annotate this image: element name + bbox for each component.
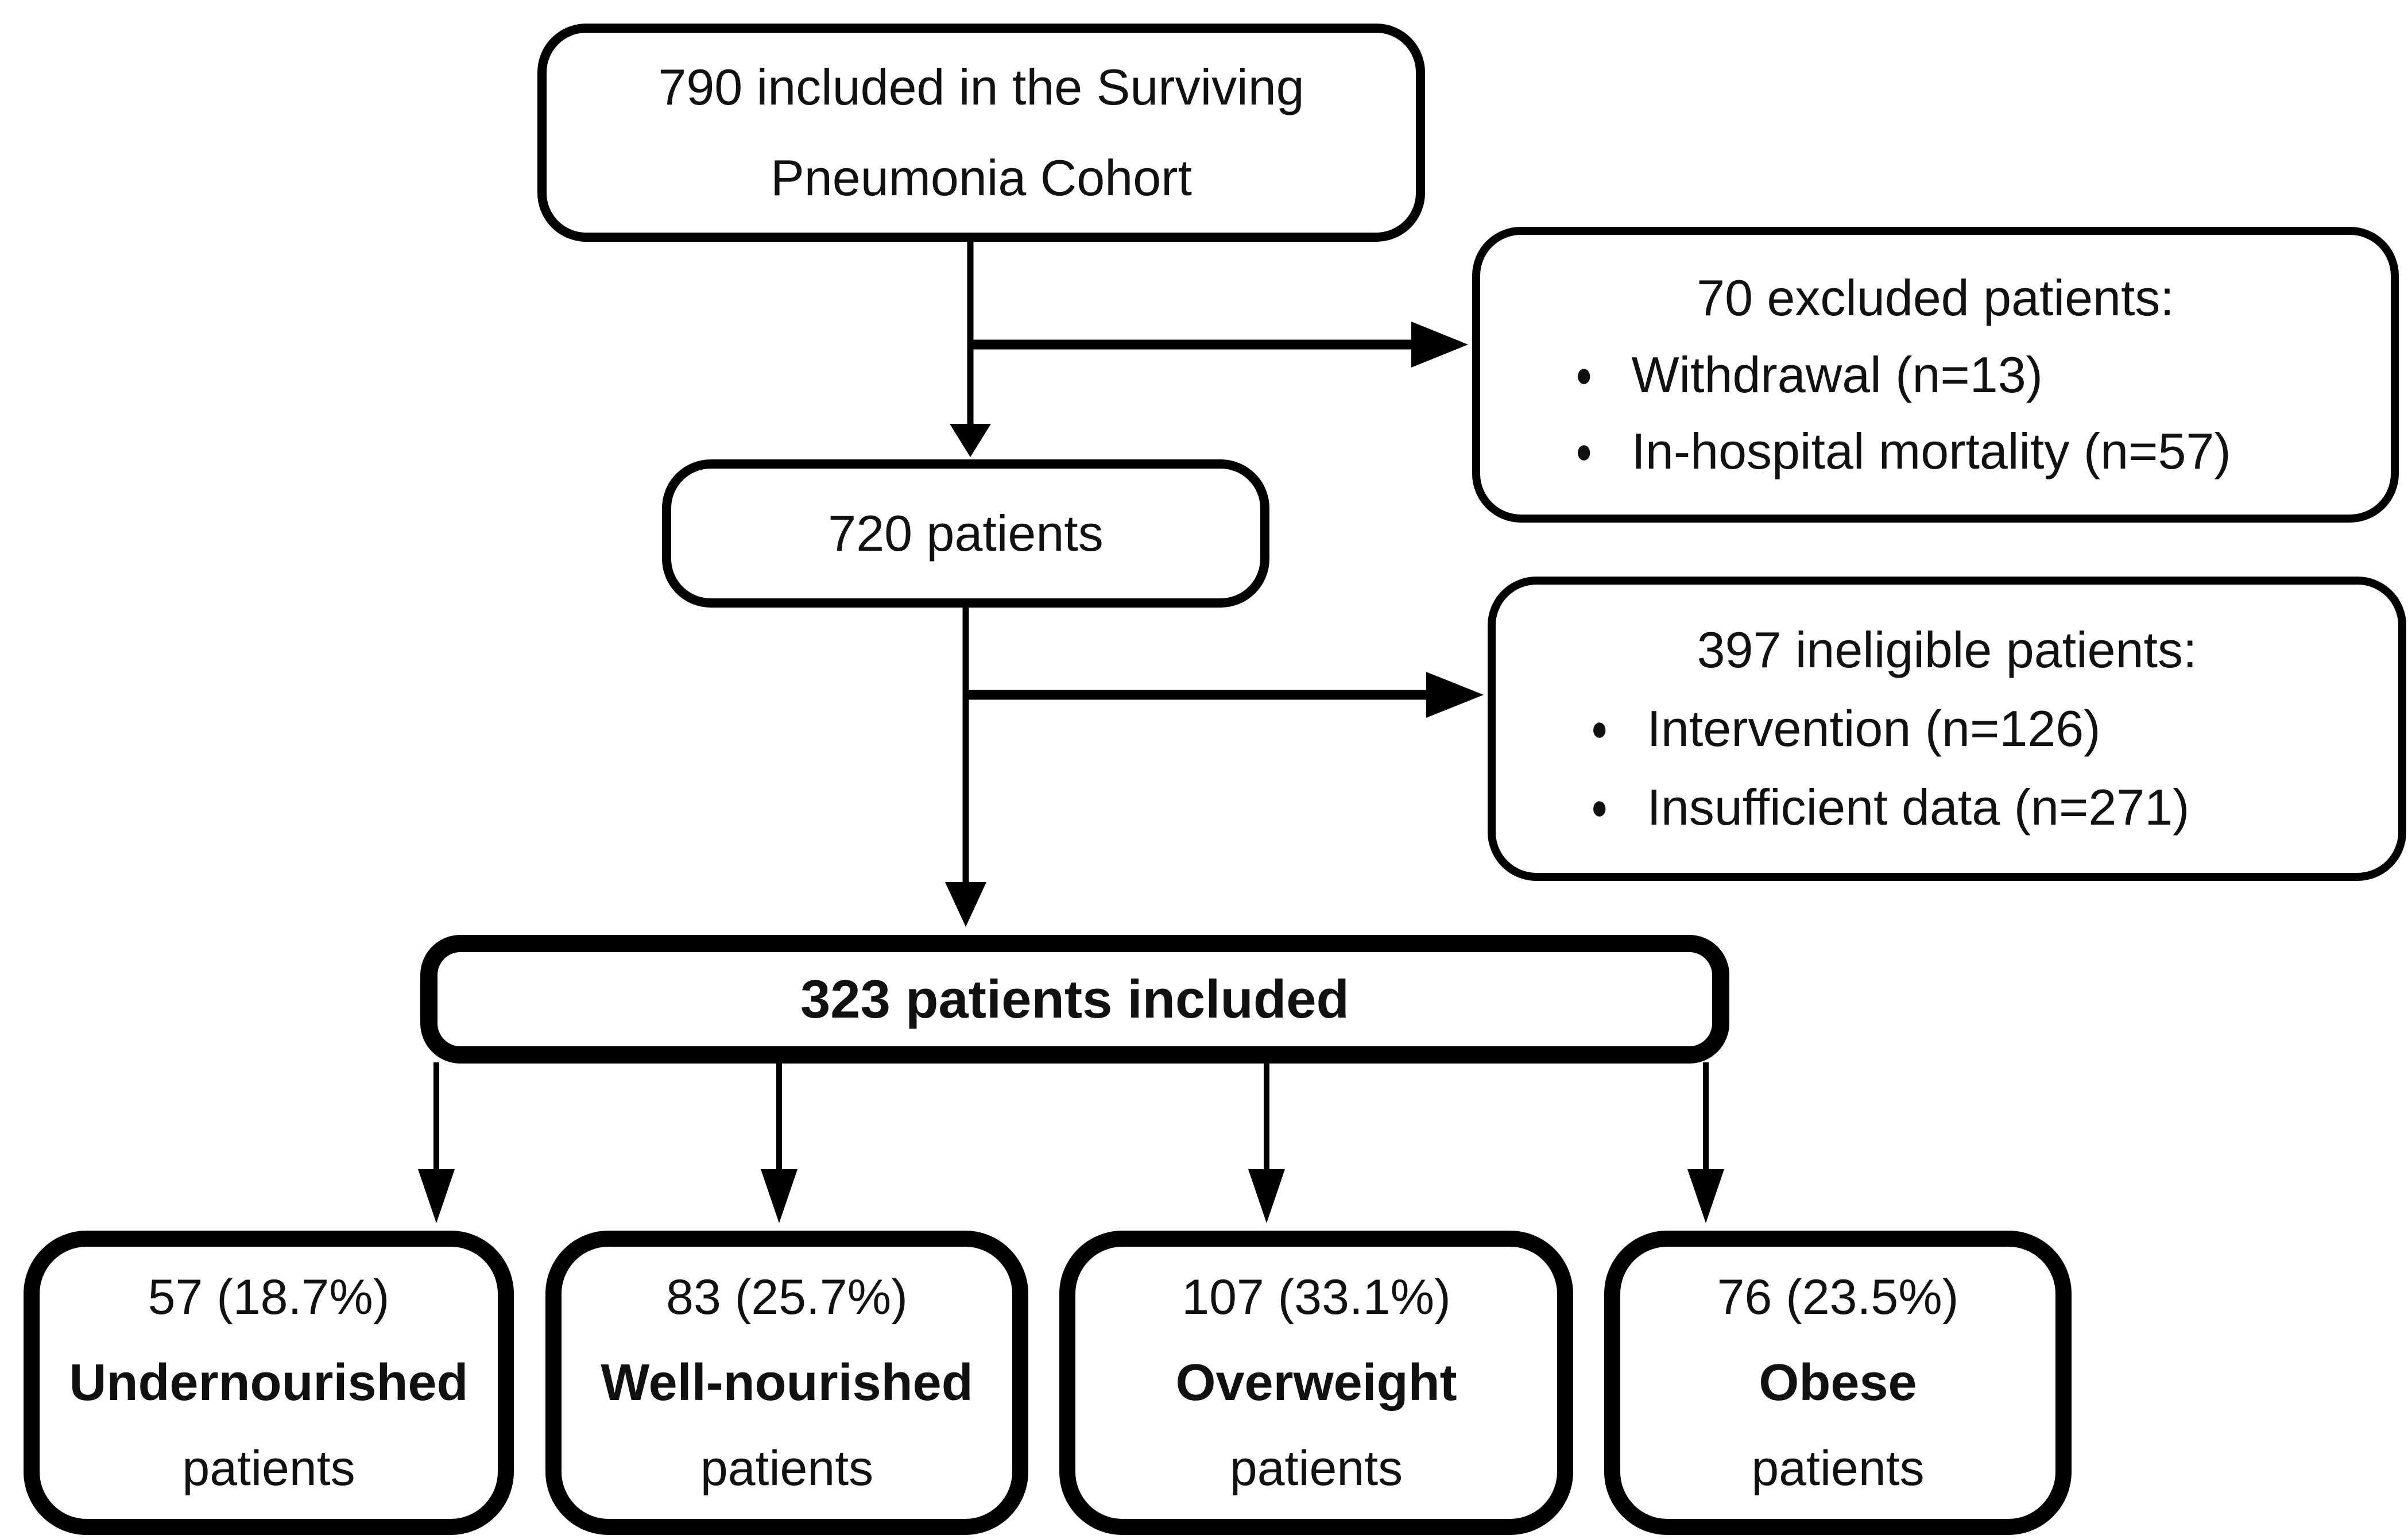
undernourished-label: Undernourished	[69, 1354, 469, 1412]
excluded-title: 70 excluded patients:	[1697, 269, 2174, 327]
ineligible-item-insufficient-data: ● Insufficient data (n=271)	[1521, 778, 2373, 837]
flow-node-surviving-pneumonia-cohort: 790 included in the Surviving Pneumonia …	[537, 24, 1425, 242]
well-nourished-suffix: patients	[700, 1440, 874, 1496]
ineligible-title: 397 ineligible patients:	[1697, 621, 2197, 678]
arrowhead-down-well-nourished	[761, 1169, 797, 1223]
excluded-item-mortality: ● In-hospital mortality (n=57)	[1505, 422, 2366, 481]
arrowhead-down-overweight	[1248, 1169, 1285, 1223]
ineligible-item-intervention-text: Intervention (n=126)	[1647, 700, 2101, 757]
flow-node-obese: 76 (23.5%) Obese patients	[1604, 1231, 2072, 1535]
flow-node-excluded-patients: 70 excluded patients: ● Withdrawal (n=13…	[1472, 227, 2399, 523]
ineligible-item-intervention: ● Intervention (n=126)	[1521, 699, 2373, 758]
excluded-item-withdrawal-text: Withdrawal (n=13)	[1631, 346, 2043, 403]
obese-label: Obese	[1759, 1354, 1917, 1412]
undernourished-suffix: patients	[182, 1440, 355, 1496]
well-nourished-count: 83 (25.7%)	[666, 1269, 908, 1325]
bullet-icon: ●	[1575, 431, 1593, 471]
ineligible-item-insufficient-data-text: Insufficient data (n=271)	[1647, 779, 2190, 836]
bullet-icon: ●	[1590, 787, 1608, 827]
flow-node-undernourished: 57 (18.7%) Undernourished patients	[24, 1231, 514, 1535]
720-patients-text: 720 patients	[828, 505, 1104, 562]
flow-node-323-included: 323 patients included	[420, 935, 1729, 1064]
cohort-source-line-2: Pneumonia Cohort	[771, 149, 1192, 206]
overweight-label: Overweight	[1175, 1354, 1457, 1412]
arrowhead-right-excluded	[1411, 322, 1468, 368]
323-included-text: 323 patients included	[800, 969, 1349, 1029]
well-nourished-label: Well-nourished	[601, 1354, 973, 1412]
cohort-source-line-1: 790 included in the Surviving	[658, 59, 1304, 115]
arrowhead-down-obese	[1687, 1169, 1724, 1223]
overweight-suffix: patients	[1229, 1440, 1403, 1496]
obese-suffix: patients	[1751, 1440, 1925, 1496]
bullet-icon: ●	[1575, 354, 1593, 395]
arrowhead-right-ineligible	[1426, 672, 1484, 718]
flow-node-well-nourished: 83 (25.7%) Well-nourished patients	[545, 1231, 1028, 1535]
arrowhead-down-undernourished	[418, 1169, 455, 1223]
flow-node-720-patients: 720 patients	[662, 459, 1269, 608]
arrowhead-down-323	[945, 882, 986, 927]
obese-count: 76 (23.5%)	[1717, 1269, 1959, 1325]
excluded-item-mortality-text: In-hospital mortality (n=57)	[1631, 422, 2231, 480]
bullet-icon: ●	[1590, 709, 1608, 748]
arrowhead-down-720	[950, 424, 991, 457]
overweight-count: 107 (33.1%)	[1182, 1269, 1451, 1325]
flow-node-overweight: 107 (33.1%) Overweight patients	[1059, 1231, 1573, 1535]
undernourished-count: 57 (18.7%)	[148, 1269, 390, 1325]
flow-node-ineligible-patients: 397 ineligible patients: ● Intervention …	[1488, 577, 2406, 881]
excluded-item-withdrawal: ● Withdrawal (n=13)	[1505, 346, 2366, 404]
